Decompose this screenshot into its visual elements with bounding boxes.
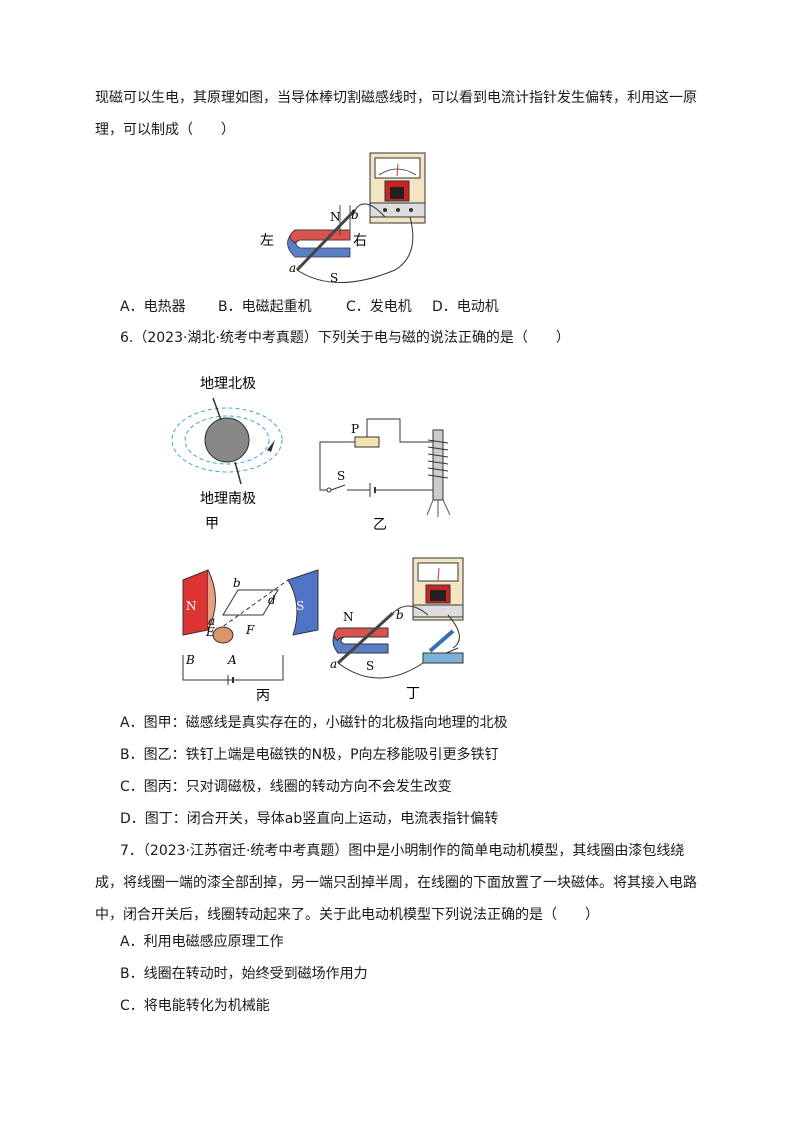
label-s: S (296, 599, 304, 613)
q6-option-a: A．图甲：磁感线是真实存在的，小磁针的北极指向地理的北极 (120, 715, 508, 731)
horseshoe-magnet-icon (287, 229, 351, 258)
q6-figure-bing: N S a b d E F B A 丙 (182, 569, 319, 704)
caption-yi: 乙 (373, 517, 387, 533)
label-b: b (233, 576, 241, 590)
q5-stem-line1: 现磁可以生电，其原理如图，当导体棒切割磁感线时，可以看到电流计指针发生偏转，利用… (95, 90, 697, 106)
label-a: a (289, 261, 296, 275)
q5-option-d: D．电动机 (432, 299, 499, 315)
caption-bing: 丙 (256, 688, 270, 704)
coil-icon (212, 626, 234, 644)
label-s: S (337, 469, 345, 483)
label-s: S (366, 659, 374, 673)
q7-option-b: B．线圈在转动时，始终受到磁场作用力 (120, 966, 368, 982)
q6-figure-jia: 地理北极 地理南极 甲 (171, 376, 283, 532)
conductor-rod-icon (336, 611, 395, 665)
label-a: a (208, 614, 215, 628)
label-e: E (205, 625, 215, 639)
galvanometer-icon (369, 152, 426, 224)
conductor-rod-icon (295, 208, 357, 272)
label-b: b (396, 608, 404, 622)
q7-stem-line1: 7．（2023·江苏宿迁·统考中考真题）图中是小明制作的简单电动机模型，其线圈由… (120, 843, 685, 859)
q7-option-a: A．利用电磁感应原理工作 (120, 934, 284, 950)
earth-icon (204, 417, 250, 463)
wire (354, 203, 386, 218)
label-a: a (330, 657, 337, 671)
q7-stem-line2: 成，将线圈一端的漆全部刮掉，另一端只刮掉半周，在线圈的下面放置了一块磁体。将其接… (95, 875, 697, 891)
wire (296, 216, 414, 283)
label-n: N (330, 210, 341, 224)
q6-stem: 6.（2023·湖北·统考中考真题）下列关于电与磁的说法正确的是（ ） (120, 330, 570, 346)
electromagnet-nail-icon (426, 429, 451, 517)
q6-option-b: B．图乙：铁钉上端是电磁铁的N极，P向左移能吸引更多铁钉 (120, 747, 499, 763)
label-d: d (268, 593, 276, 607)
label-right: 右 (353, 233, 367, 249)
q5-stem-line2: 理，可以制成（ ） (95, 122, 235, 138)
q5-option-c: C．发电机 (346, 299, 412, 315)
label-big-a: A (227, 653, 237, 667)
label-big-b: B (185, 653, 195, 667)
compass-needle-icon (267, 440, 275, 452)
q5-option-b: B．电磁起重机 (218, 299, 312, 315)
q6-figure-ding: N S a b 丁 (330, 557, 464, 702)
label-n: N (186, 599, 197, 613)
q6-option-c: C．图丙：只对调磁极，线圈的转动方向不会发生改变 (120, 779, 452, 795)
label-geo-north: 地理北极 (200, 376, 256, 392)
q5-option-a: A．电热器 (120, 299, 186, 315)
label-n: N (343, 610, 354, 624)
q6-option-d: D．图丁：闭合开关，导体ab竖直向上运动，电流表指针偏转 (120, 811, 499, 827)
label-p: P (351, 422, 359, 436)
q7-option-c: C．将电能转化为机械能 (120, 998, 270, 1014)
caption-jia: 甲 (205, 516, 219, 532)
switch-icon (422, 629, 464, 664)
magnet-s-icon (287, 569, 319, 636)
label-left: 左 (260, 233, 274, 249)
rheostat-icon (354, 436, 380, 448)
label-b: b (351, 208, 359, 222)
galvanometer-icon (412, 557, 464, 621)
q5-figure-generator: 左 右 N S a b (260, 152, 426, 285)
label-f: F (245, 623, 255, 637)
q6-figure-yi: P S 乙 (319, 418, 451, 533)
caption-ding: 丁 (406, 686, 420, 702)
q7-stem-line3: 中，闭合开关后，线圈转动起来了。关于此电动机模型下列说法正确的是（ ） (95, 907, 599, 923)
label-s: S (330, 271, 338, 285)
label-geo-south: 地理南极 (200, 491, 256, 507)
